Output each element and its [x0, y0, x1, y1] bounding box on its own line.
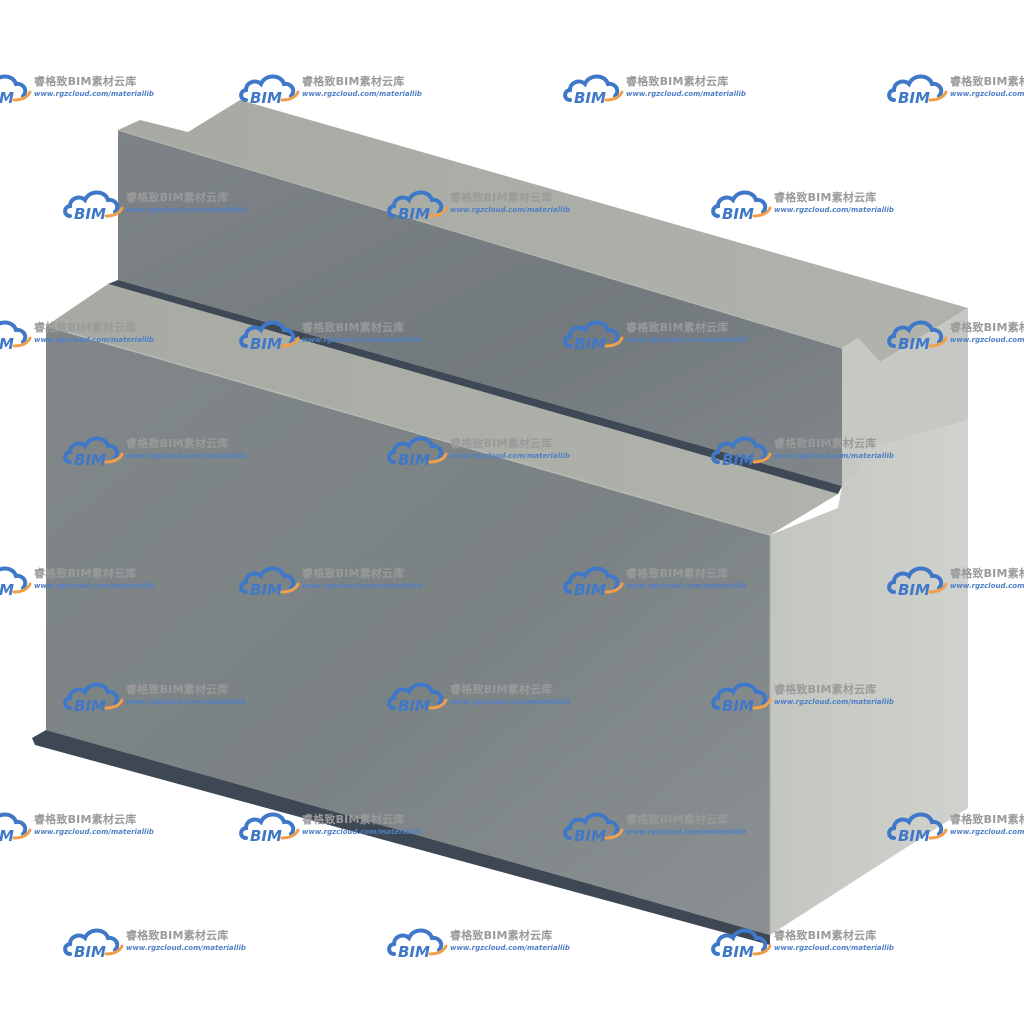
groove-lower — [32, 730, 770, 945]
top-face-upper — [118, 100, 968, 362]
side-face-right — [770, 308, 968, 935]
side-face-upper — [842, 308, 968, 486]
front-face-upper — [118, 130, 842, 486]
front-face-lower — [46, 326, 770, 935]
